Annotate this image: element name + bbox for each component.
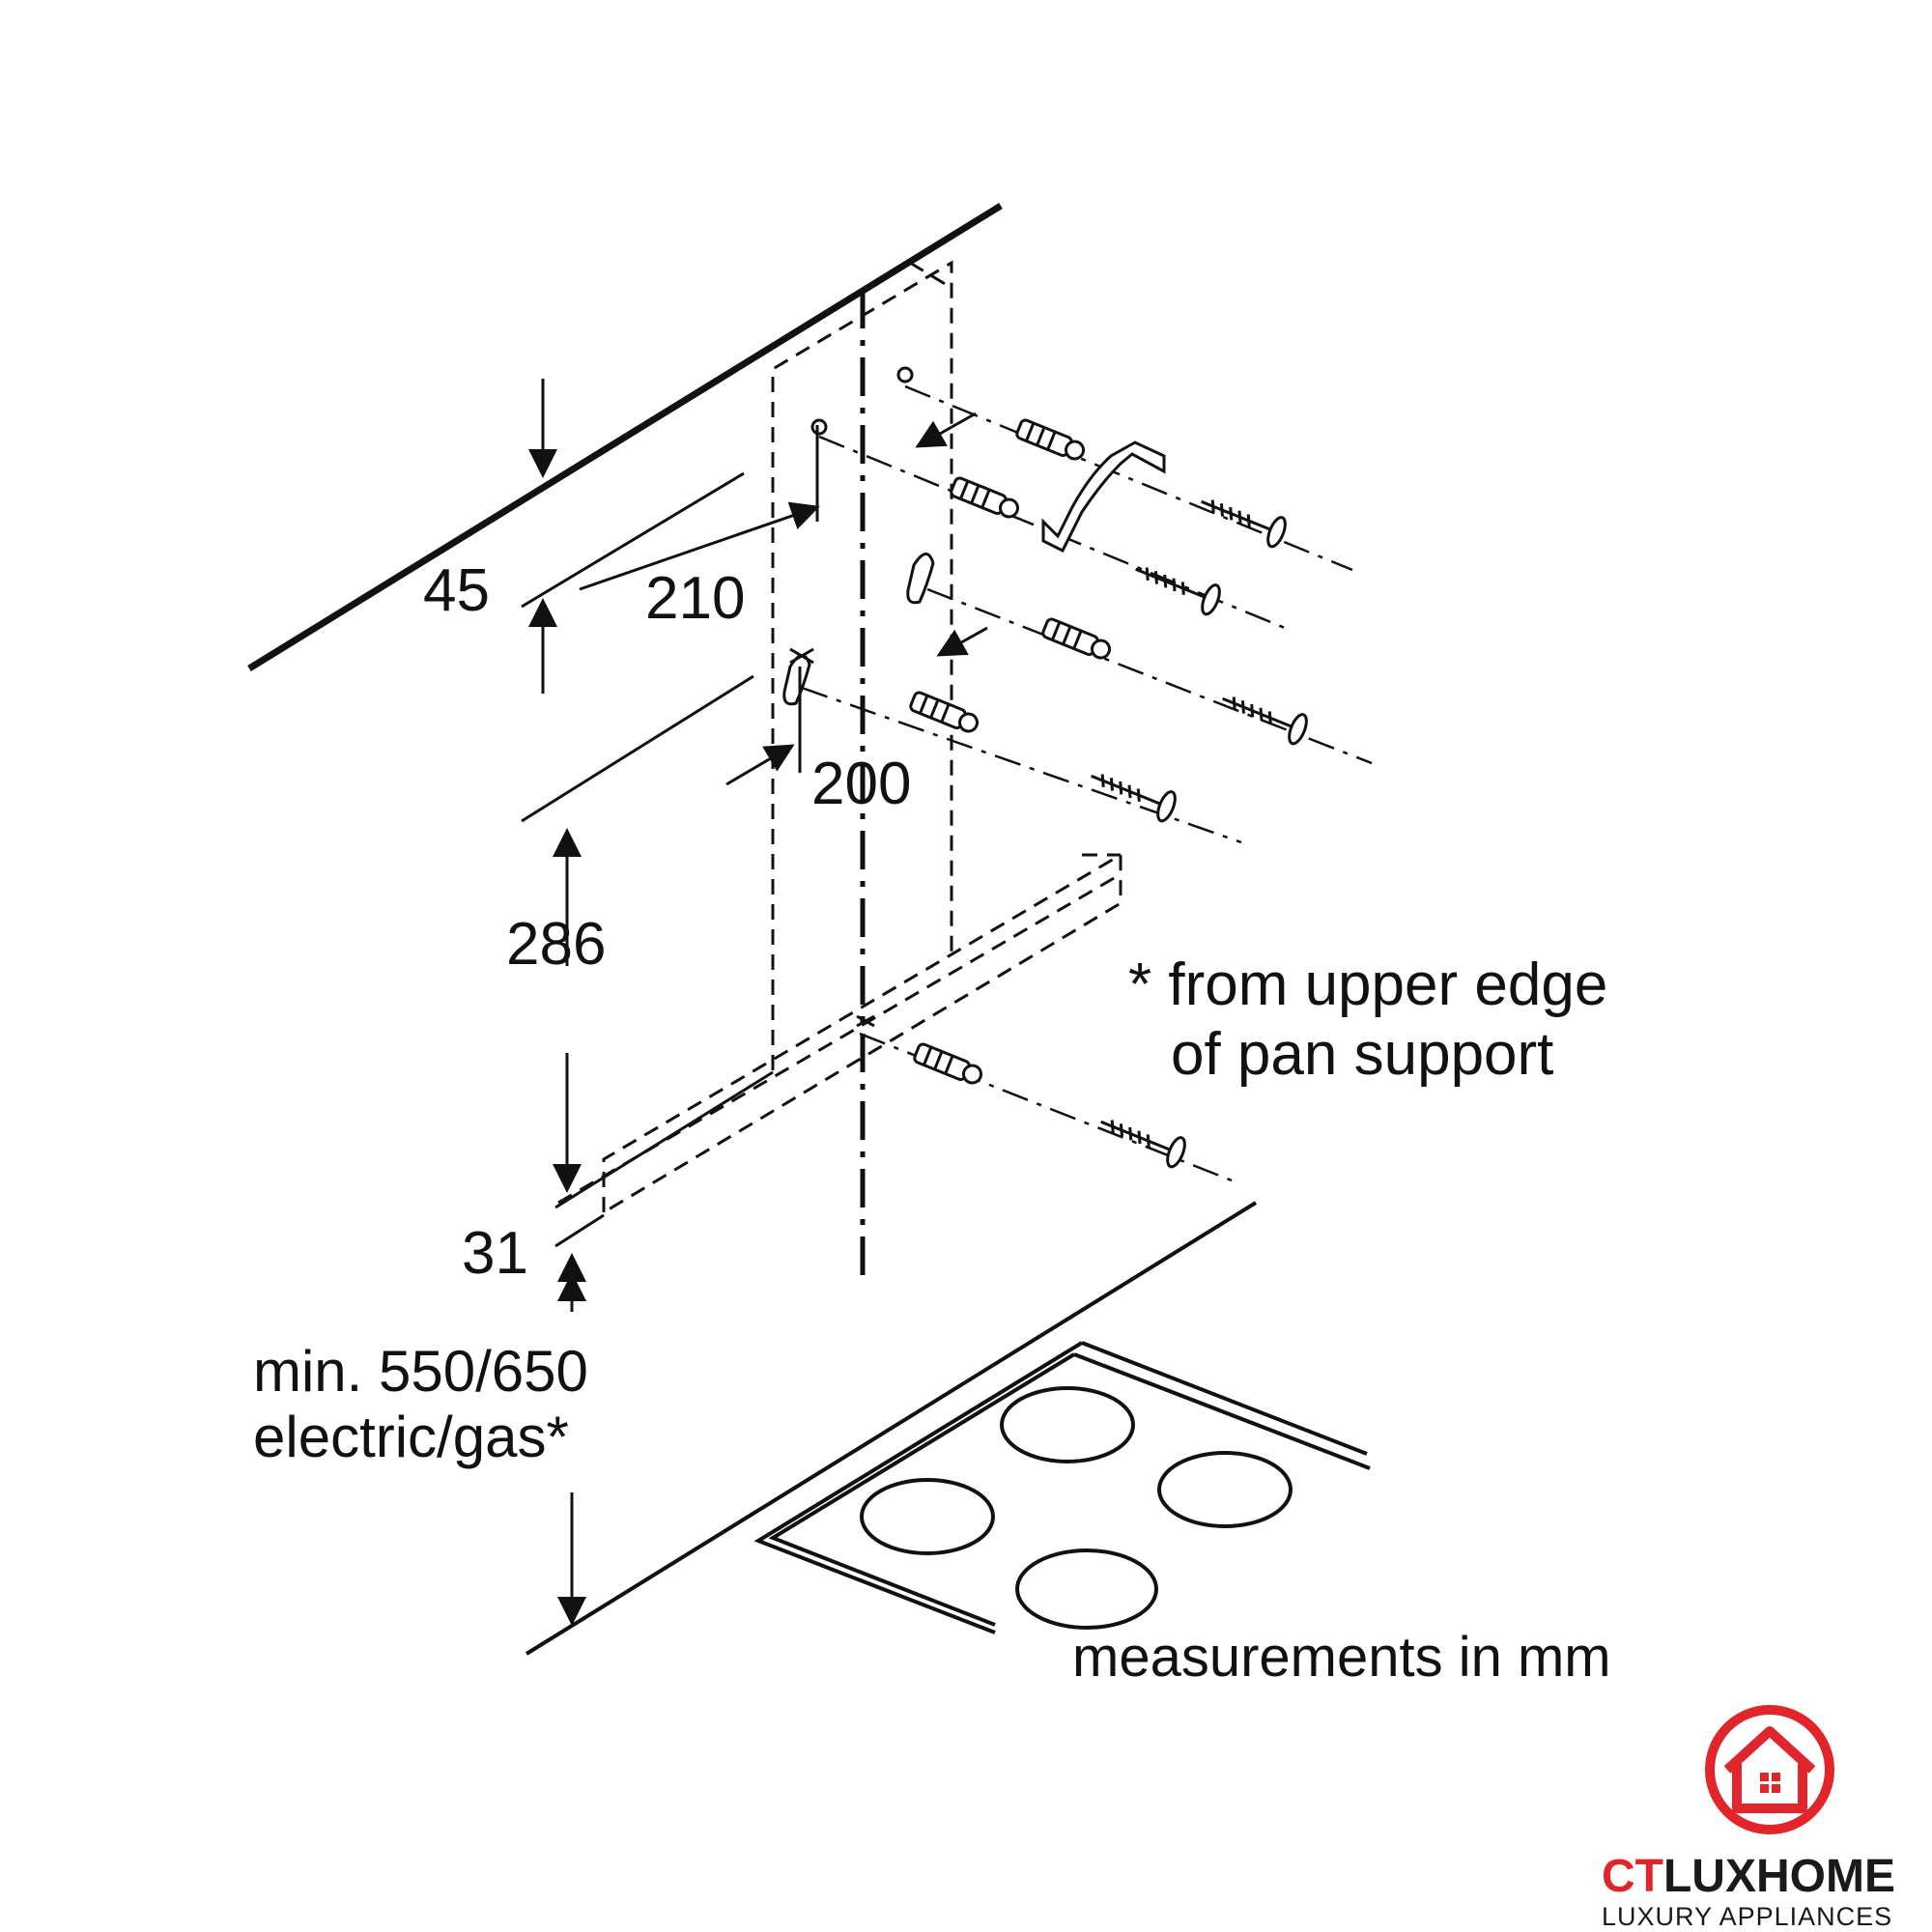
screws [1091, 499, 1308, 1169]
ceiling-line [247, 203, 1003, 671]
worktop [525, 1201, 1258, 1656]
fixing-holes [782, 366, 935, 1028]
hood-outline [557, 852, 1122, 1214]
footnote-line1: * from upper edge [1128, 952, 1607, 1018]
dimension-210-label: 210 [645, 565, 745, 632]
dimension-286-label: 286 [506, 911, 606, 978]
wall-plugs [909, 418, 1112, 1085]
dimension-200-label: 200 [811, 751, 911, 817]
units-note: measurements in mm [1072, 1626, 1611, 1689]
logo-ring [1705, 1705, 1834, 1834]
window-icon [1760, 1773, 1780, 1793]
clearance-line1: min. 550/650 [253, 1339, 588, 1404]
reference-lines [521, 674, 774, 1248]
brand-name-ct: CT [1602, 1851, 1663, 1902]
mounting-bracket [1041, 440, 1166, 554]
burner-right [1157, 1451, 1293, 1528]
burner-front [1015, 1548, 1158, 1630]
dimension-45-label: 45 [423, 557, 490, 624]
burner-back [1000, 1386, 1135, 1463]
dimension-31-label: 31 [462, 1220, 528, 1287]
brand-name: CTLUXHOME [1602, 1851, 1895, 1902]
brand-tagline: LUXURY APPLIANCES [1602, 1902, 1892, 1931]
footnote-line2: of pan support [1171, 1021, 1553, 1088]
house-icon [1723, 1726, 1816, 1813]
burner-left [860, 1478, 995, 1555]
brand-logo: CTLUXHOME LUXURY APPLIANCES [1602, 1705, 1895, 1931]
dimension-210 [579, 412, 977, 591]
dimension-200 [725, 626, 988, 786]
clearance-line2: electric/gas* [253, 1405, 569, 1469]
dimension-45 [521, 379, 745, 694]
brand-name-luxhome: LUXHOME [1663, 1851, 1895, 1902]
cooktop [753, 1341, 1371, 1634]
